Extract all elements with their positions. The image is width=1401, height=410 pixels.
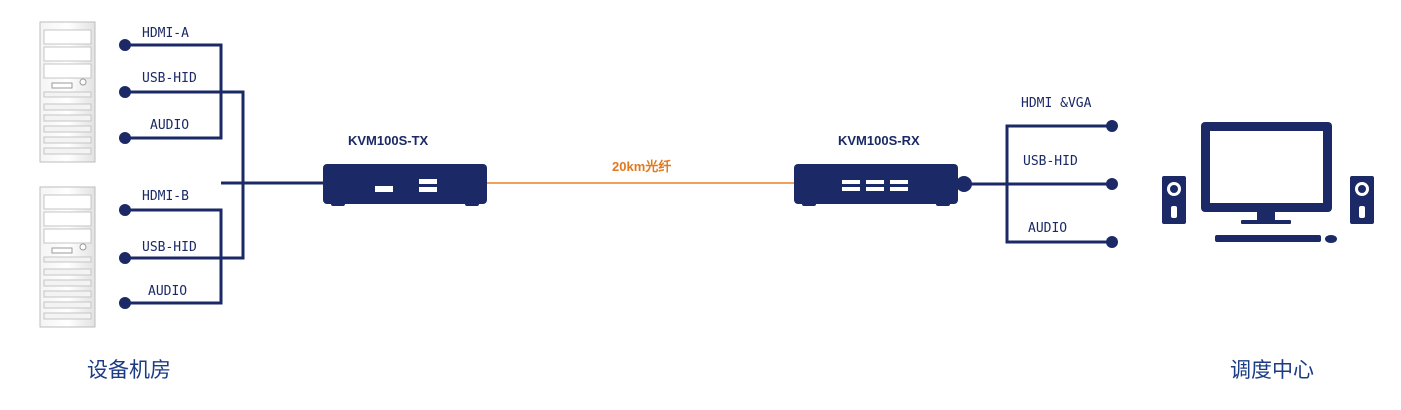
left-room-label: 设备机房 xyxy=(87,358,171,382)
label-hdmi-vga: HDMI &VGA xyxy=(1021,96,1092,111)
label-audio-a: AUDIO xyxy=(150,118,189,133)
tx-title: KVM100S-TX xyxy=(348,133,429,148)
receiver-wiring xyxy=(964,120,1118,248)
pc-tower-a-icon xyxy=(39,21,96,163)
fiber-label: 20km光纤 xyxy=(612,159,671,174)
keyboard-icon xyxy=(1215,235,1337,243)
label-audio-b: AUDIO xyxy=(148,284,187,299)
rx-title: KVM100S-RX xyxy=(838,133,920,148)
monitor-icon xyxy=(1201,122,1332,224)
label-hdmi-a: HDMI-A xyxy=(142,26,189,41)
pc-tower-b-icon xyxy=(39,186,96,328)
label-usb-hid-a: USB-HID xyxy=(142,71,197,86)
left-speaker-icon xyxy=(1162,176,1186,224)
rx-unit-icon xyxy=(794,164,972,206)
right-speaker-icon xyxy=(1350,176,1374,224)
label-usb-hid-rx: USB-HID xyxy=(1023,154,1078,169)
tx-unit-icon xyxy=(323,164,487,206)
source-wiring xyxy=(119,39,326,309)
right-room-label: 调度中心 xyxy=(1230,358,1314,382)
label-audio-rx: AUDIO xyxy=(1028,221,1067,236)
label-usb-hid-b: USB-HID xyxy=(142,240,197,255)
label-hdmi-b: HDMI-B xyxy=(142,189,189,204)
